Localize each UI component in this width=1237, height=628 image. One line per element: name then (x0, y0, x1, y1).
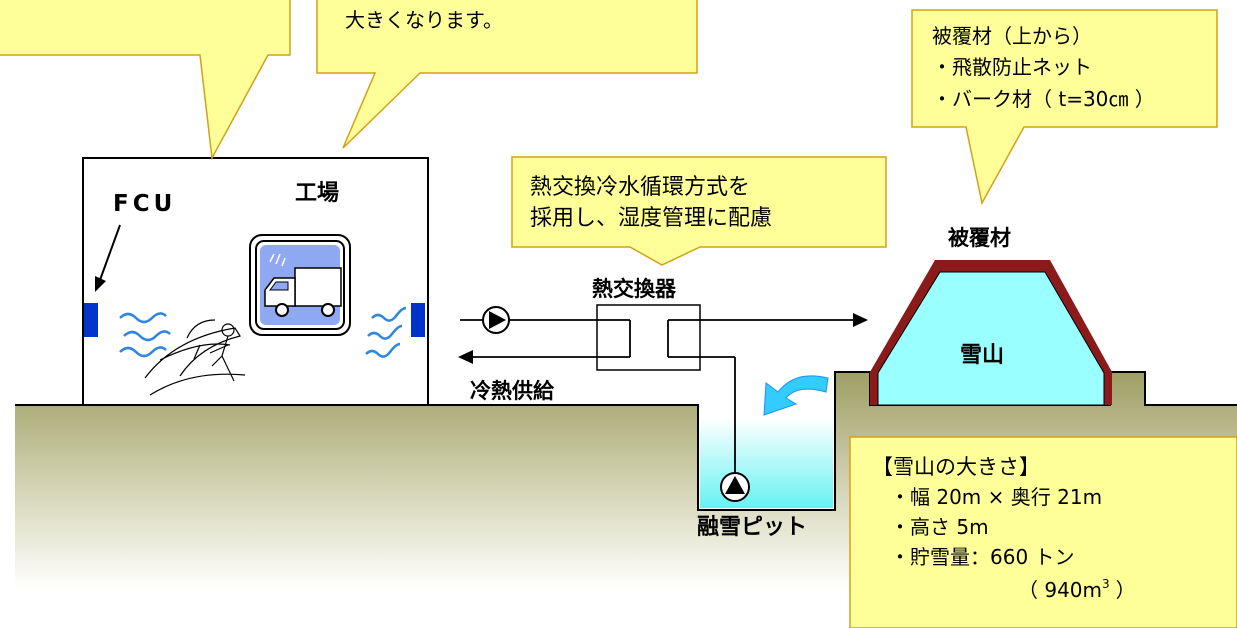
return-arrowhead (458, 350, 473, 364)
callout-top-right-item-1: ・飛散防止ネット (932, 55, 1092, 79)
fcu-pointer-arrow (95, 224, 121, 292)
melt-pit-water (700, 418, 833, 508)
callout-top-left (0, 0, 291, 161)
fcu-unit-right (411, 303, 425, 337)
pump-icon-upper (482, 306, 510, 334)
piping (460, 319, 865, 472)
meltwater-flow-arrow (763, 375, 829, 416)
callout-top-right-title: 被覆材（上から） (932, 24, 1092, 48)
melt-pit-label: 融雪ピット (697, 515, 807, 540)
callout-top-center-text: 大きくなります。 (345, 8, 503, 32)
pump-icon-pit (720, 472, 750, 502)
snow-size-item-1: ・幅 20m × 奥行 21m (890, 485, 1102, 509)
fcu-unit-left (84, 303, 98, 337)
air-flow-icon (119, 306, 407, 358)
callout-top-right-item-2: ・バーク材（ t=30㎝ ） (932, 87, 1155, 111)
worker-car-sketch-icon (144, 319, 246, 396)
snow-size-item-4: （ 940m3） (1018, 577, 1136, 602)
factory-label: 工場 (295, 181, 339, 206)
heat-exchanger-label: 熱交換器 (592, 277, 677, 301)
callout-top-center (316, 0, 698, 149)
callout-top-right (911, 9, 1218, 206)
covering-label: 被覆材 (948, 226, 1011, 250)
heat-exchanger-box (596, 304, 701, 371)
callout-middle-line-2: 採用し、湿度管理に配慮 (530, 206, 772, 231)
snow-mountain (877, 271, 1105, 406)
snow-size-item-2: ・高さ 5m (890, 515, 989, 539)
snow-mountain-label: 雪山 (960, 343, 1004, 368)
callout-middle (511, 156, 887, 266)
callout-bottom-right (849, 436, 1237, 628)
cold-supply-label: 冷熱供給 (470, 379, 555, 403)
snow-size-title: 【雪山の大きさ】 (872, 455, 1040, 479)
fcu-label: FCU (113, 191, 176, 217)
callout-middle-line-1: 熱交換冷水循環方式を (530, 175, 750, 200)
snow-size-item-3: ・貯雪量：660 トン (890, 545, 1075, 569)
supply-arrowhead (853, 313, 868, 327)
truck-icon (249, 234, 351, 336)
